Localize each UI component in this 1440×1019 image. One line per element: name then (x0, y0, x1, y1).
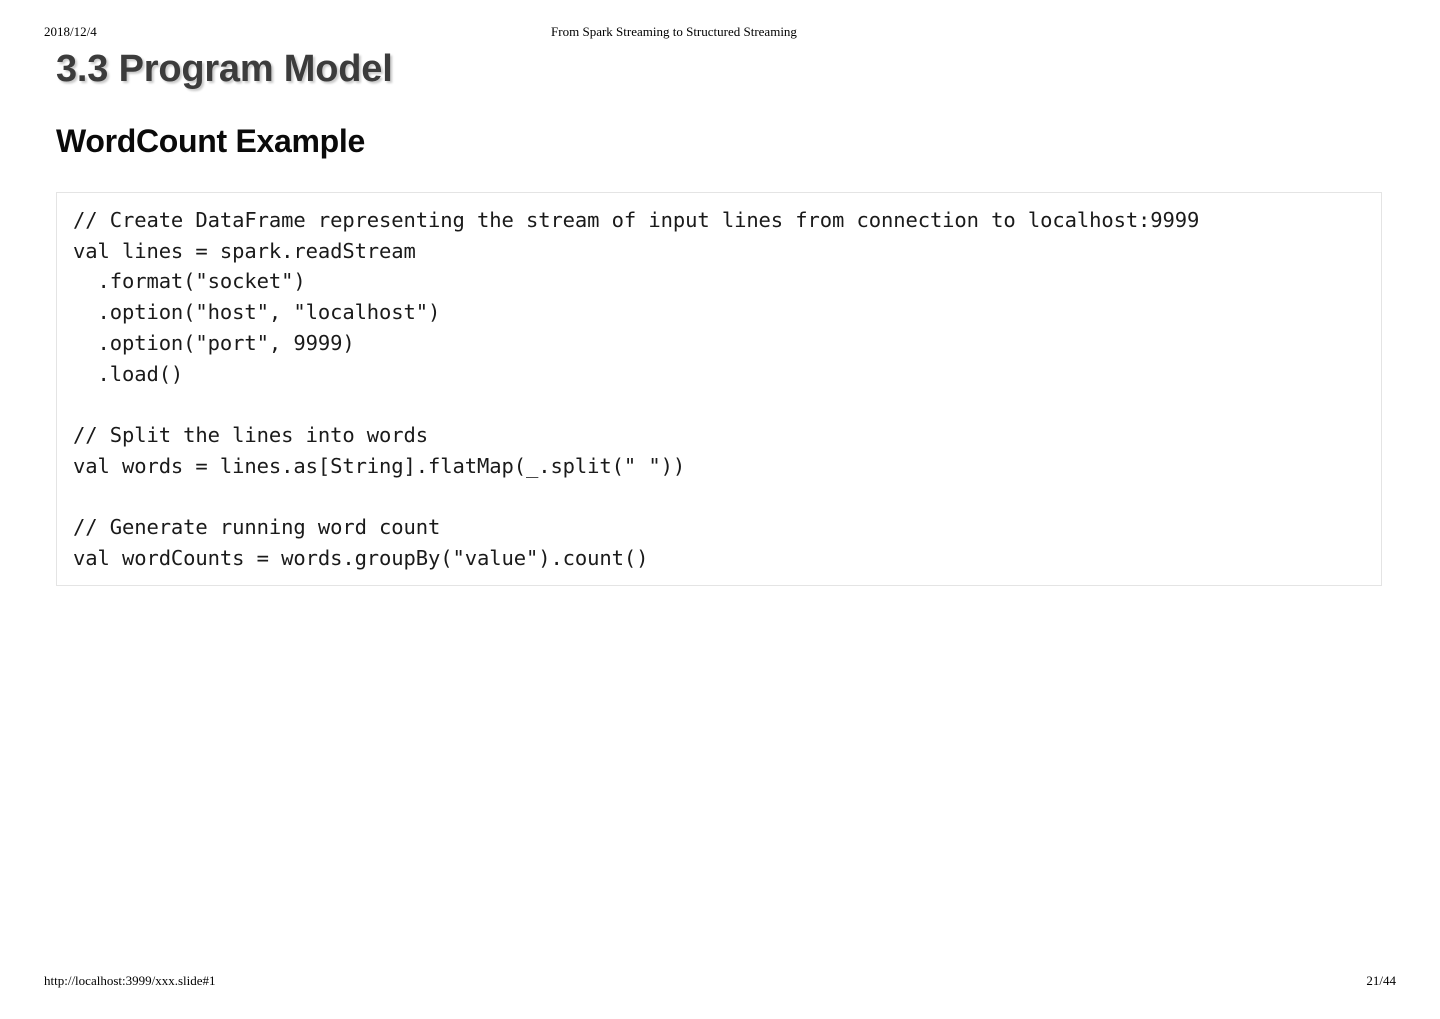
print-date: 2018/12/4 (44, 24, 97, 39)
code-block: // Create DataFrame representing the str… (56, 192, 1382, 587)
print-source-url: http://localhost:3999/xxx.slide#1 (44, 973, 216, 988)
code-snippet: // Create DataFrame representing the str… (73, 208, 1200, 570)
page-title: 3.3 Program Model (56, 48, 393, 90)
print-header: 2018/12/4 From Spark Streaming to Struct… (0, 24, 1440, 44)
section-subtitle: WordCount Example (56, 123, 365, 159)
print-page-number: 21/44 (1366, 973, 1396, 988)
print-document-title: From Spark Streaming to Structured Strea… (551, 24, 797, 39)
print-footer: http://localhost:3999/xxx.slide#1 21/44 (0, 973, 1440, 993)
